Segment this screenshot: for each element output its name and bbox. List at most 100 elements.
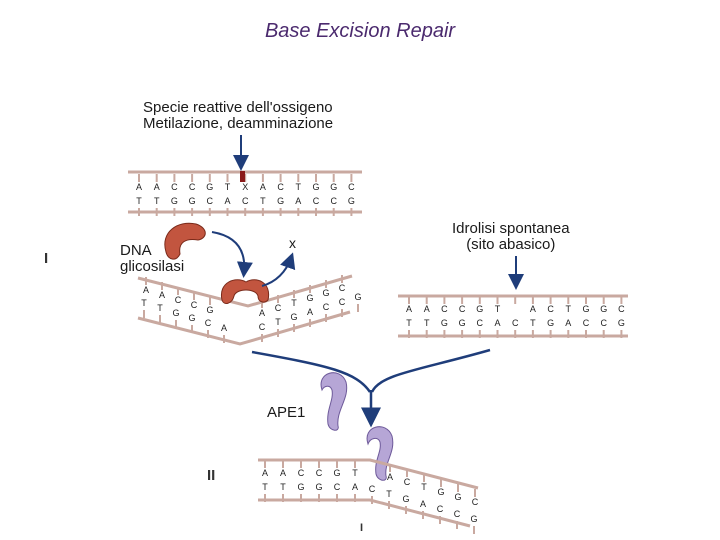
nucleotide-top: T bbox=[225, 182, 231, 192]
nucleotide-top: T bbox=[566, 304, 572, 314]
nucleotide-top: G bbox=[206, 305, 213, 315]
nucleotide-bottom: T bbox=[280, 482, 286, 492]
nucleotide-top: C bbox=[191, 300, 198, 310]
nucleotide-top: G bbox=[437, 487, 444, 497]
nucleotide-top: T bbox=[421, 482, 427, 492]
hydrolysis-label-line1: Idrolisi spontanea bbox=[452, 220, 570, 237]
nucleotide-top: C bbox=[339, 283, 346, 293]
nucleotide-bottom: C bbox=[477, 318, 484, 328]
ape1-icon bbox=[320, 372, 348, 431]
nucleotide-bottom: G bbox=[189, 196, 196, 206]
nucleotide-bottom: C bbox=[454, 509, 461, 519]
nucleotide-top: C bbox=[441, 304, 448, 314]
damaged-base-mark bbox=[240, 171, 245, 182]
glycosylase-binding-arrow bbox=[211, 231, 253, 278]
nucleotide-top: C bbox=[472, 497, 479, 507]
nucleotide-bottom: G bbox=[297, 482, 304, 492]
nucleotide-bottom: T bbox=[386, 489, 392, 499]
step-2-numeral: II bbox=[207, 467, 216, 484]
nucleotide-bottom: C bbox=[259, 322, 266, 332]
nucleotide-bottom: G bbox=[618, 318, 625, 328]
nucleotide-bottom: G bbox=[547, 318, 554, 328]
nucleotide-top: C bbox=[175, 295, 182, 305]
glycosylase-label-line2: glicosilasi bbox=[120, 258, 185, 275]
nucleotide-top: C bbox=[298, 468, 305, 478]
glycosylase-label: DNA glicosilasi bbox=[120, 243, 184, 275]
nucleotide-bottom: T bbox=[530, 318, 536, 328]
nucleotide-top: C bbox=[275, 303, 282, 313]
nucleotide-bottom: T bbox=[424, 318, 430, 328]
nucleotide-bottom: C bbox=[600, 318, 607, 328]
nucleotide-top: G bbox=[582, 304, 589, 314]
nucleotide-top: C bbox=[189, 182, 196, 192]
nucleotide-top: A bbox=[159, 290, 165, 300]
nucleotide-bottom: A bbox=[494, 318, 500, 328]
nucleotide-top: A bbox=[262, 468, 268, 478]
nucleotide-bottom: G bbox=[459, 318, 466, 328]
nucleotide-top: X bbox=[242, 182, 248, 192]
removed-base-label: x bbox=[289, 235, 296, 251]
damage-label-line2: Metilazione, deamminazione bbox=[143, 115, 334, 132]
nucleotide-bottom: A bbox=[224, 196, 230, 206]
nucleotide-bottom: A bbox=[307, 307, 313, 317]
nucleotide-bottom: A bbox=[420, 499, 426, 509]
nucleotide-top: G bbox=[330, 182, 337, 192]
nucleotide-top: A bbox=[259, 308, 265, 318]
nucleotide-top: T bbox=[495, 304, 501, 314]
damage-label-line1: Specie reattive dell'ossigeno bbox=[143, 99, 333, 116]
nucleotide-top: A bbox=[260, 182, 266, 192]
nucleotide-bottom: G bbox=[441, 318, 448, 328]
converge-right-line bbox=[370, 348, 491, 393]
nucleotide-top: T bbox=[352, 468, 358, 478]
nucleotide-top: C bbox=[348, 182, 355, 192]
nucleotide-bottom: C bbox=[323, 302, 330, 312]
nucleotide-bottom: T bbox=[141, 298, 147, 308]
nucleotide-bottom: T bbox=[154, 196, 160, 206]
hydrolysis-label-line2: (sito abasico) bbox=[466, 236, 556, 253]
base-removal-arrow bbox=[261, 252, 296, 287]
nucleotide-top: C bbox=[547, 304, 554, 314]
nucleotide-top: A bbox=[424, 304, 430, 314]
glycosylase-label-line1: DNA bbox=[120, 242, 152, 259]
nucleotide-bottom: A bbox=[221, 323, 227, 333]
nucleotide-top: G bbox=[312, 182, 319, 192]
page-title: Base Excision Repair bbox=[264, 20, 456, 42]
nucleotide-bottom: T bbox=[406, 318, 412, 328]
nucleotide-bottom: G bbox=[188, 313, 195, 323]
nucleotide-top: T bbox=[291, 298, 297, 308]
nucleotide-bottom: C bbox=[339, 297, 346, 307]
nucleotide-top: C bbox=[618, 304, 625, 314]
nucleotide-top: A bbox=[136, 182, 142, 192]
nucleotide-top: A bbox=[406, 304, 412, 314]
nucleotide-bottom: C bbox=[207, 196, 214, 206]
nucleotide-bottom: G bbox=[354, 292, 361, 302]
nucleotide-top: A bbox=[530, 304, 536, 314]
ape1-label: APE1 bbox=[267, 404, 306, 421]
nucleotide-bottom: T bbox=[136, 196, 142, 206]
bound-glycosylase-icon bbox=[220, 279, 270, 304]
nucleotide-top: A bbox=[143, 285, 149, 295]
nucleotide-bottom: G bbox=[470, 514, 477, 524]
nucleotide-bottom: G bbox=[277, 196, 284, 206]
nucleotide-bottom: T bbox=[262, 482, 268, 492]
nucleotide-top: A bbox=[280, 468, 286, 478]
nucleotide-top: T bbox=[296, 182, 302, 192]
nucleotide-bottom: T bbox=[260, 196, 266, 206]
nucleotide-bottom: G bbox=[402, 494, 409, 504]
nucleotide-bottom: A bbox=[295, 196, 301, 206]
nucleotide-top: G bbox=[306, 293, 313, 303]
hydrolysis-label: Idrolisi spontanea (sito abasico) bbox=[452, 221, 570, 253]
nucleotide-bottom: C bbox=[330, 196, 337, 206]
nucleotide-bottom: G bbox=[348, 196, 355, 206]
nucleotide-top: C bbox=[171, 182, 178, 192]
nucleotide-top: C bbox=[277, 182, 284, 192]
nucleotide-bottom: C bbox=[369, 484, 376, 494]
damage-sources-label: Specie reattive dell'ossigeno Metilazion… bbox=[143, 100, 333, 132]
nucleotide-top: G bbox=[206, 182, 213, 192]
nucleotide-top: C bbox=[404, 477, 411, 487]
